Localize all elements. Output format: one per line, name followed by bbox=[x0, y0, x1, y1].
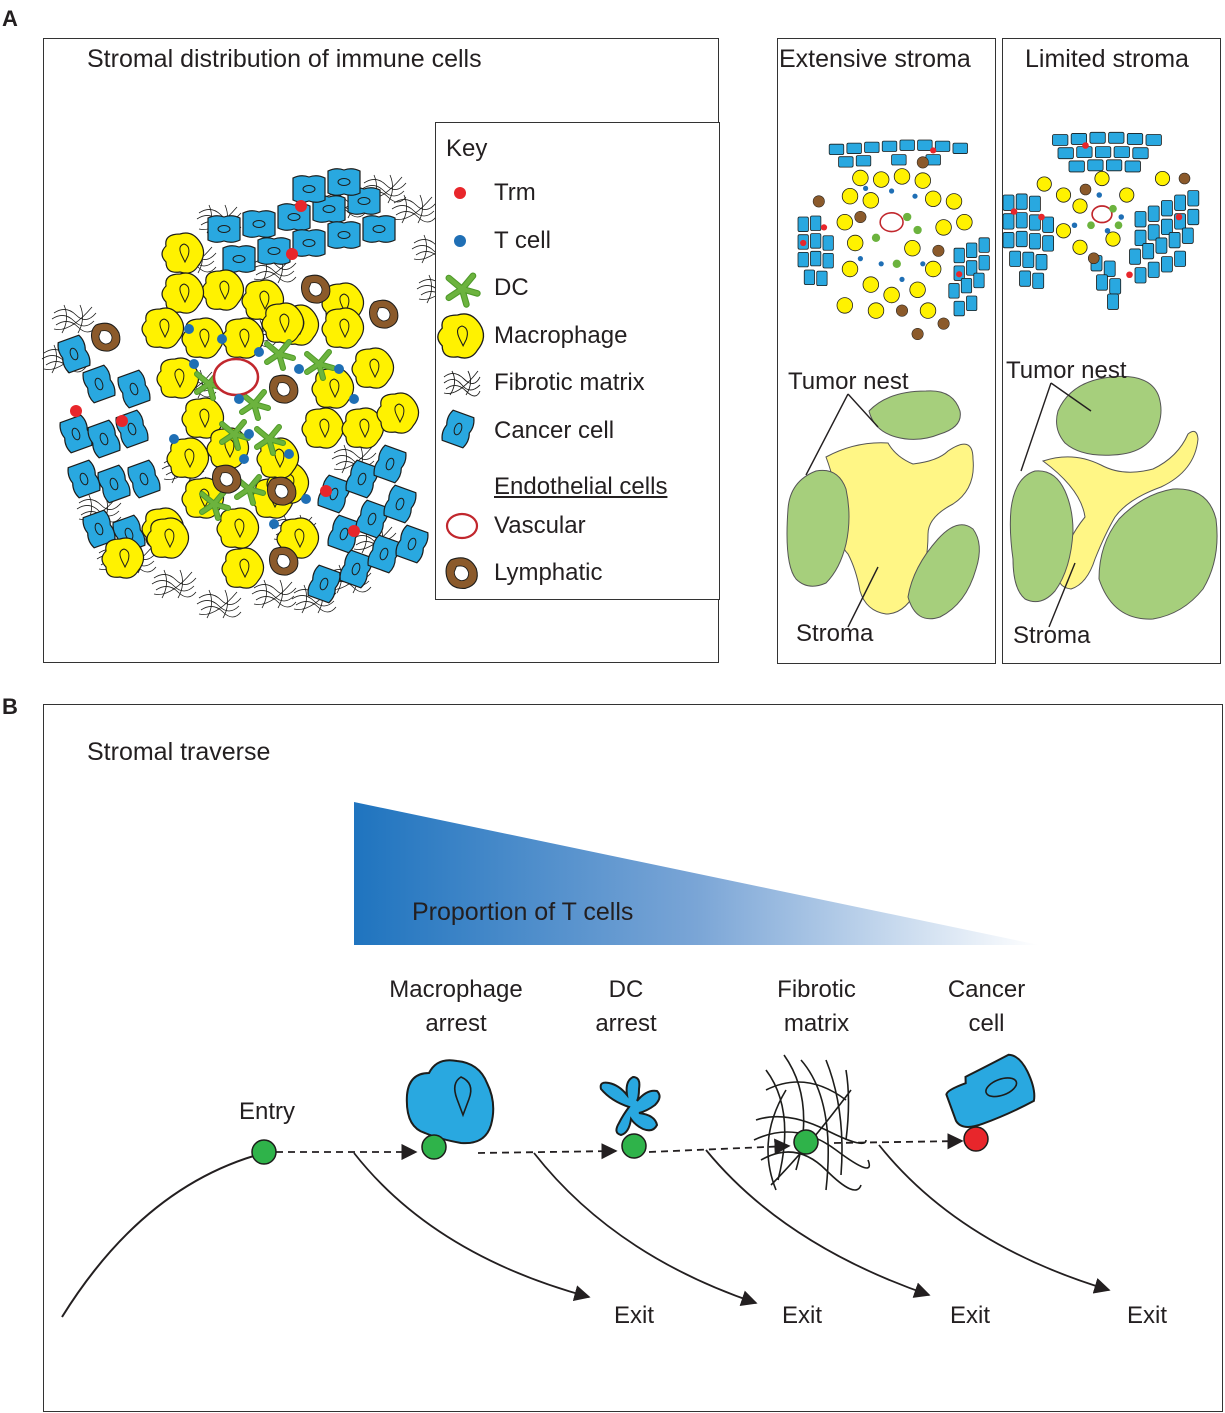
gradient-label: Proportion of T cells bbox=[412, 898, 634, 926]
exit-label-3: Exit bbox=[950, 1302, 991, 1329]
limited-stroma-title: Limited stroma bbox=[1025, 45, 1189, 73]
key-label-trm: Trm bbox=[494, 179, 536, 206]
entry-label: Entry bbox=[239, 1098, 296, 1125]
key-item-lymphatic: Lymphatic bbox=[494, 559, 603, 587]
panel-a-letter: A bbox=[2, 6, 18, 31]
step-cancer-line-1: Cancer bbox=[947, 976, 1026, 1003]
key-title: Key bbox=[446, 135, 488, 162]
stromal-distribution-panel: Stromal distribution of immune cells bbox=[41, 38, 720, 663]
step-macrophage-line-1: Macrophage bbox=[389, 976, 523, 1003]
fibrotic-matrix-step-icon bbox=[753, 1054, 871, 1191]
extensive-stroma-label: Stroma bbox=[796, 620, 874, 647]
t-cell-macrophage-icon bbox=[421, 1134, 447, 1160]
step-dc-line-2: arrest bbox=[595, 1009, 657, 1037]
exit-label-4: Exit bbox=[1127, 1302, 1168, 1329]
step-label-fibrotic-matrix: Fibrotic matrix bbox=[754, 973, 879, 1040]
step-fibrotic-line-2: matrix bbox=[783, 1009, 850, 1037]
stromal-traverse-panel: Stromal traverse bbox=[43, 704, 1223, 1412]
extensive-stroma-schematic bbox=[786, 390, 980, 620]
red-dot-icon bbox=[454, 187, 466, 199]
key-label-fibrotic-matrix: Fibrotic matrix bbox=[494, 369, 645, 396]
endothelial-heading: Endothelial cells bbox=[494, 473, 668, 500]
key-label-macrophage: Macrophage bbox=[494, 322, 628, 349]
t-cell-fibrotic-icon bbox=[793, 1129, 819, 1155]
extensive-stroma-illustration bbox=[786, 139, 990, 628]
cancer-cell-icon bbox=[441, 409, 475, 449]
key-item-dc: DC bbox=[494, 274, 529, 302]
step-macrophage-line-2: arrest bbox=[425, 1009, 487, 1037]
panel-b-letter: B bbox=[2, 694, 18, 719]
limited-stroma-illustration bbox=[1002, 131, 1218, 628]
key-item-fibrotic-matrix: Fibrotic matrix bbox=[494, 369, 645, 397]
key-item-cancer-cell: Cancer cell bbox=[494, 417, 614, 445]
exit-label-2: Exit bbox=[782, 1302, 823, 1329]
limited-stroma-label: Stroma bbox=[1013, 622, 1091, 649]
step-label-cancer-cell: Cancer cell bbox=[929, 973, 1044, 1040]
macrophage-arrest-icon bbox=[405, 1059, 495, 1145]
key-label-cancer-cell: Cancer cell bbox=[494, 417, 615, 444]
key-item-trm: Trm bbox=[494, 179, 536, 207]
dendritic-cell-icon bbox=[445, 272, 481, 308]
dc-arrest-icon bbox=[599, 1075, 661, 1137]
key-item-macrophage: Macrophage bbox=[494, 322, 627, 350]
key-item-t-cell: T cell bbox=[494, 227, 551, 255]
key-legend: Key Trm T cell DC Macrophage bbox=[435, 122, 720, 600]
stromal-distribution-title: Stromal distribution of immune cells bbox=[87, 45, 482, 73]
entry-t-cell-icon bbox=[251, 1139, 277, 1165]
key-label-lymphatic: Lymphatic bbox=[494, 559, 603, 586]
extensive-stroma-panel: Extensive stroma bbox=[777, 38, 996, 664]
cancer-cell-step-icon bbox=[945, 1053, 1036, 1128]
t-cell-proportion-wedge bbox=[354, 802, 1039, 945]
tissue-illustration bbox=[41, 168, 462, 619]
step-dc-line-1: DC bbox=[608, 976, 644, 1003]
key-label-vascular: Vascular bbox=[494, 512, 586, 539]
step-label-macrophage-arrest: Macrophage arrest bbox=[371, 973, 541, 1040]
fibrotic-matrix-icon bbox=[443, 370, 481, 397]
trm-cancer-cell-icon bbox=[963, 1126, 989, 1152]
vascular-icon bbox=[445, 512, 479, 540]
exit-label-1: Exit bbox=[614, 1302, 655, 1329]
lymphatic-icon bbox=[445, 557, 478, 590]
key-item-vascular: Vascular bbox=[494, 512, 586, 540]
step-cancer-line-2: cell bbox=[968, 1009, 1005, 1037]
blue-dot-icon bbox=[454, 235, 466, 247]
limited-stroma-schematic bbox=[1009, 375, 1218, 620]
step-fibrotic-line-1: Fibrotic bbox=[777, 976, 856, 1003]
key-label-t-cell: T cell bbox=[494, 227, 551, 254]
macrophage-icon bbox=[437, 313, 485, 359]
limited-stroma-panel: Limited stroma bbox=[1002, 38, 1221, 664]
traverse-illustration bbox=[61, 802, 1111, 1318]
extensive-stroma-title: Extensive stroma bbox=[779, 45, 971, 73]
stromal-traverse-title: Stromal traverse bbox=[87, 738, 271, 766]
t-cell-dc-icon bbox=[621, 1133, 647, 1159]
limited-tumor-nest-label: Tumor nest bbox=[1006, 357, 1127, 384]
step-label-dc-arrest: DC arrest bbox=[571, 973, 681, 1040]
key-label-dc: DC bbox=[494, 274, 529, 301]
extensive-tumor-nest-label: Tumor nest bbox=[788, 368, 909, 395]
